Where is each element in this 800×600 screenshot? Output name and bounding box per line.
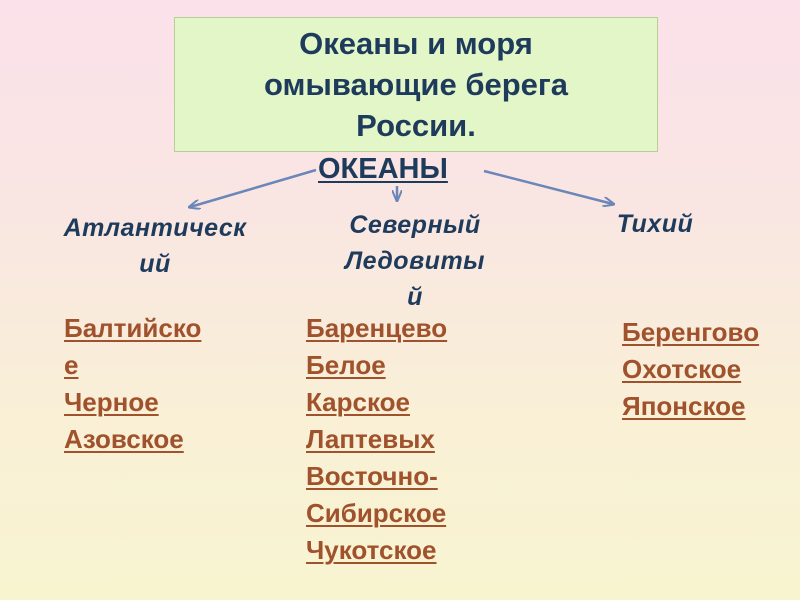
ocean-arctic-line-2: Ледовиты xyxy=(344,247,486,275)
atlantic-seas-list: Балтийско е Черное Азовское xyxy=(64,310,201,458)
sea-item: Сибирское xyxy=(306,498,447,528)
sea-item: е xyxy=(64,350,79,380)
oceans-header: ОКЕАНЫ xyxy=(318,153,448,185)
title-line-3: России. xyxy=(356,108,476,143)
sea-item: Восточно- xyxy=(306,461,438,491)
ocean-atlantic: Атлантическ ий xyxy=(40,210,270,282)
sea-item: Карское xyxy=(306,387,410,417)
ocean-atlantic-line-2: ий xyxy=(139,250,171,278)
arrow-to-pacific xyxy=(483,169,613,204)
ocean-atlantic-line-1: Атлантическ xyxy=(63,214,247,242)
ocean-arctic-line-1: Северный xyxy=(349,211,481,239)
sea-item: Лаптевых xyxy=(306,424,435,454)
sea-item: Японское xyxy=(622,391,746,421)
sea-item: Белое xyxy=(306,350,386,380)
sea-item: Балтийско xyxy=(64,313,202,343)
sea-item: Чукотское xyxy=(306,535,437,565)
ocean-pacific-line-1: Тихий xyxy=(616,210,694,238)
title-box: Океаны и моря омывающие берега России. xyxy=(174,17,658,152)
sea-item: Черное xyxy=(64,387,159,417)
sea-item: Баренцево xyxy=(306,313,448,343)
arrow-to-atlantic xyxy=(190,168,317,207)
sea-item: Беренгово xyxy=(622,317,760,347)
title-line-1: Океаны и моря xyxy=(299,26,533,61)
sea-item: Охотское xyxy=(622,354,742,384)
ocean-arctic-line-3: й xyxy=(407,283,423,311)
ocean-pacific: Тихий xyxy=(600,206,710,242)
sea-item: Азовское xyxy=(64,424,184,454)
arctic-seas-list: Баренцево Белое Карское Лаптевых Восточн… xyxy=(306,310,447,569)
pacific-seas-list: Беренгово Охотское Японское xyxy=(622,314,759,425)
title-line-2: омывающие берега xyxy=(263,67,569,102)
ocean-arctic: Северный Ледовиты й xyxy=(315,207,515,315)
